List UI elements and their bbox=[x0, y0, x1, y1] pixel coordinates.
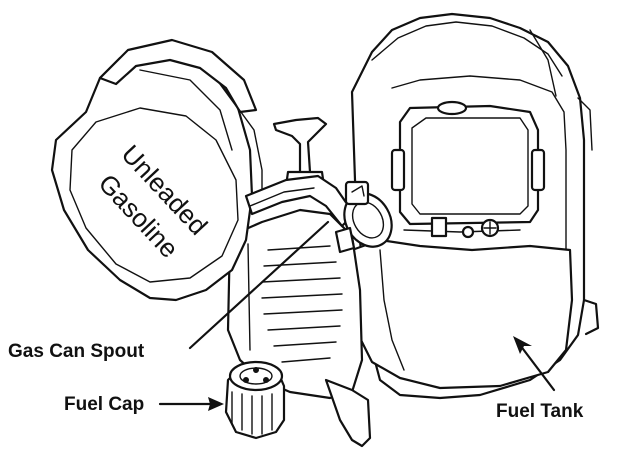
gas-can-spout-label: Gas Can Spout bbox=[8, 341, 145, 362]
filler-neck bbox=[334, 180, 393, 254]
spout-leader-line bbox=[188, 220, 330, 350]
fuel-cap bbox=[224, 360, 286, 440]
fuel-tank bbox=[350, 238, 574, 390]
fuel-cap-arrowhead bbox=[208, 397, 224, 411]
fuel-tank-arrowhead bbox=[513, 336, 532, 354]
gas-can: Unleaded Gasoline bbox=[50, 38, 263, 302]
gas-can-spout bbox=[244, 174, 356, 228]
air-filter-cover bbox=[390, 100, 546, 239]
base-foot bbox=[324, 378, 372, 448]
fuel-tank-arrow-line bbox=[518, 343, 556, 392]
fuel-tank-label: Fuel Tank bbox=[496, 401, 584, 422]
callout-lines bbox=[158, 220, 556, 411]
fuel-cap-label: Fuel Cap bbox=[64, 394, 144, 415]
